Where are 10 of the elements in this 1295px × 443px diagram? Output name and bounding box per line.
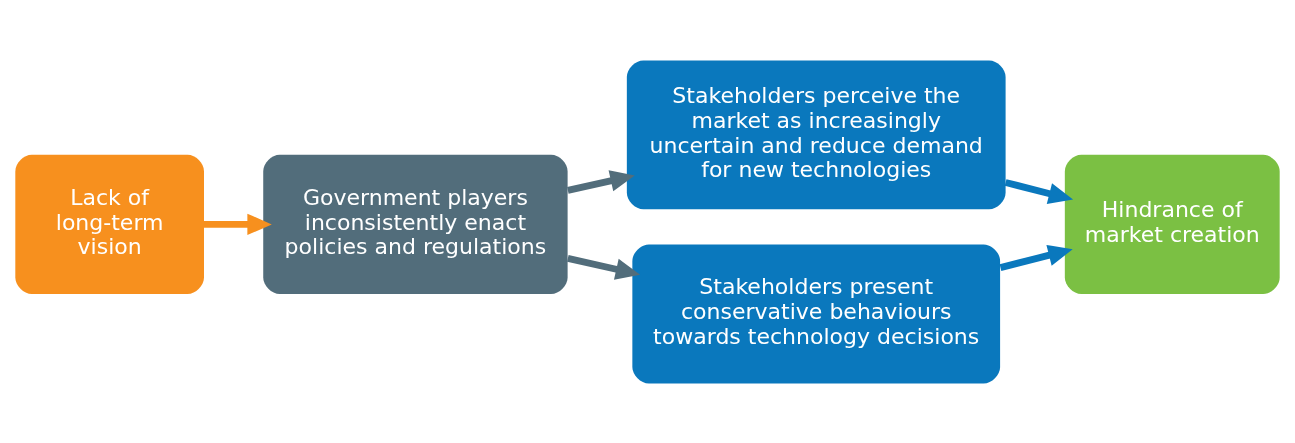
node-box: Stakeholders present conservative behaviours towards technology decisions	[632, 243, 1001, 383]
node-box: Stakeholders perceive the market as increasingly uncertain and reduce demand for new technologies	[626, 60, 1006, 209]
arrow	[567, 169, 635, 194]
node-box: Government players inconsistently enact policies and regulations	[263, 154, 568, 294]
node-box: Lack of long-term vision	[15, 154, 204, 294]
arrow	[204, 213, 272, 235]
arrow	[1004, 178, 1074, 204]
node-box: Hindrance of market creation	[1064, 154, 1280, 294]
arrow	[999, 244, 1073, 271]
arrow	[567, 254, 641, 280]
